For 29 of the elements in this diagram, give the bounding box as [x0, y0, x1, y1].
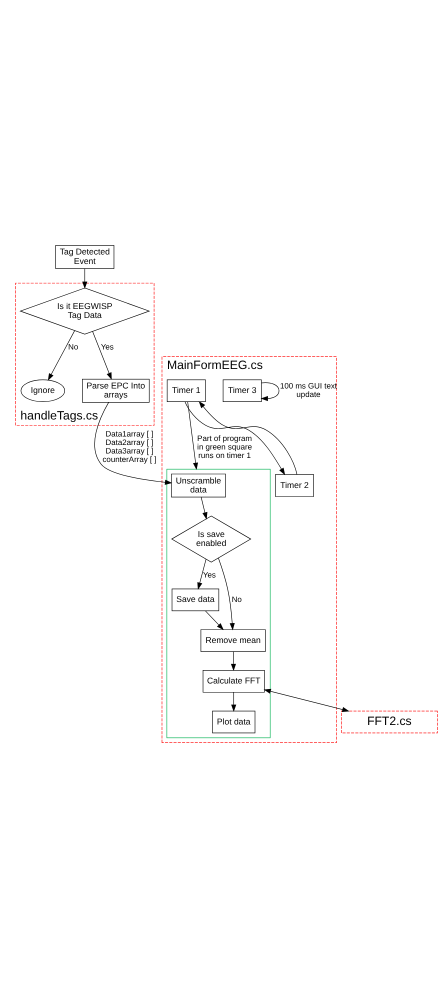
arrow — [260, 382, 280, 401]
arrow — [48, 330, 75, 380]
arrow — [205, 610, 224, 630]
arrow — [231, 692, 236, 712]
node-diamond: Is it EEGWISP Tag Data — [19, 287, 150, 334]
node-box: Unscramble data — [171, 473, 226, 497]
node-box: Timer 2 — [275, 474, 314, 496]
node-ellipse: Ignore — [20, 378, 66, 402]
arrow — [184, 400, 286, 475]
arrow — [92, 330, 112, 380]
arrow — [187, 400, 198, 470]
node-box: Tag Detected Event — [55, 244, 114, 268]
arrow — [197, 558, 206, 590]
node-box: Remove mean — [200, 628, 266, 652]
node-box: Save data — [172, 588, 220, 611]
node-box: Timer 3 — [222, 378, 262, 402]
arrow — [198, 400, 298, 474]
node-diamond: Is save enabled — [171, 515, 252, 562]
node-box: Timer 1 — [166, 378, 206, 402]
arrow — [200, 496, 208, 520]
node-box: Plot data — [212, 710, 256, 733]
arrow — [218, 557, 235, 630]
arrow — [94, 401, 172, 484]
arrow — [264, 688, 350, 712]
node-box: Parse EPC Into arrays — [82, 378, 150, 402]
node-box: FFT2.cs — [341, 710, 438, 733]
arrow — [230, 650, 236, 671]
node-box: Calculate FFT — [202, 670, 265, 692]
arrow — [82, 268, 88, 288]
